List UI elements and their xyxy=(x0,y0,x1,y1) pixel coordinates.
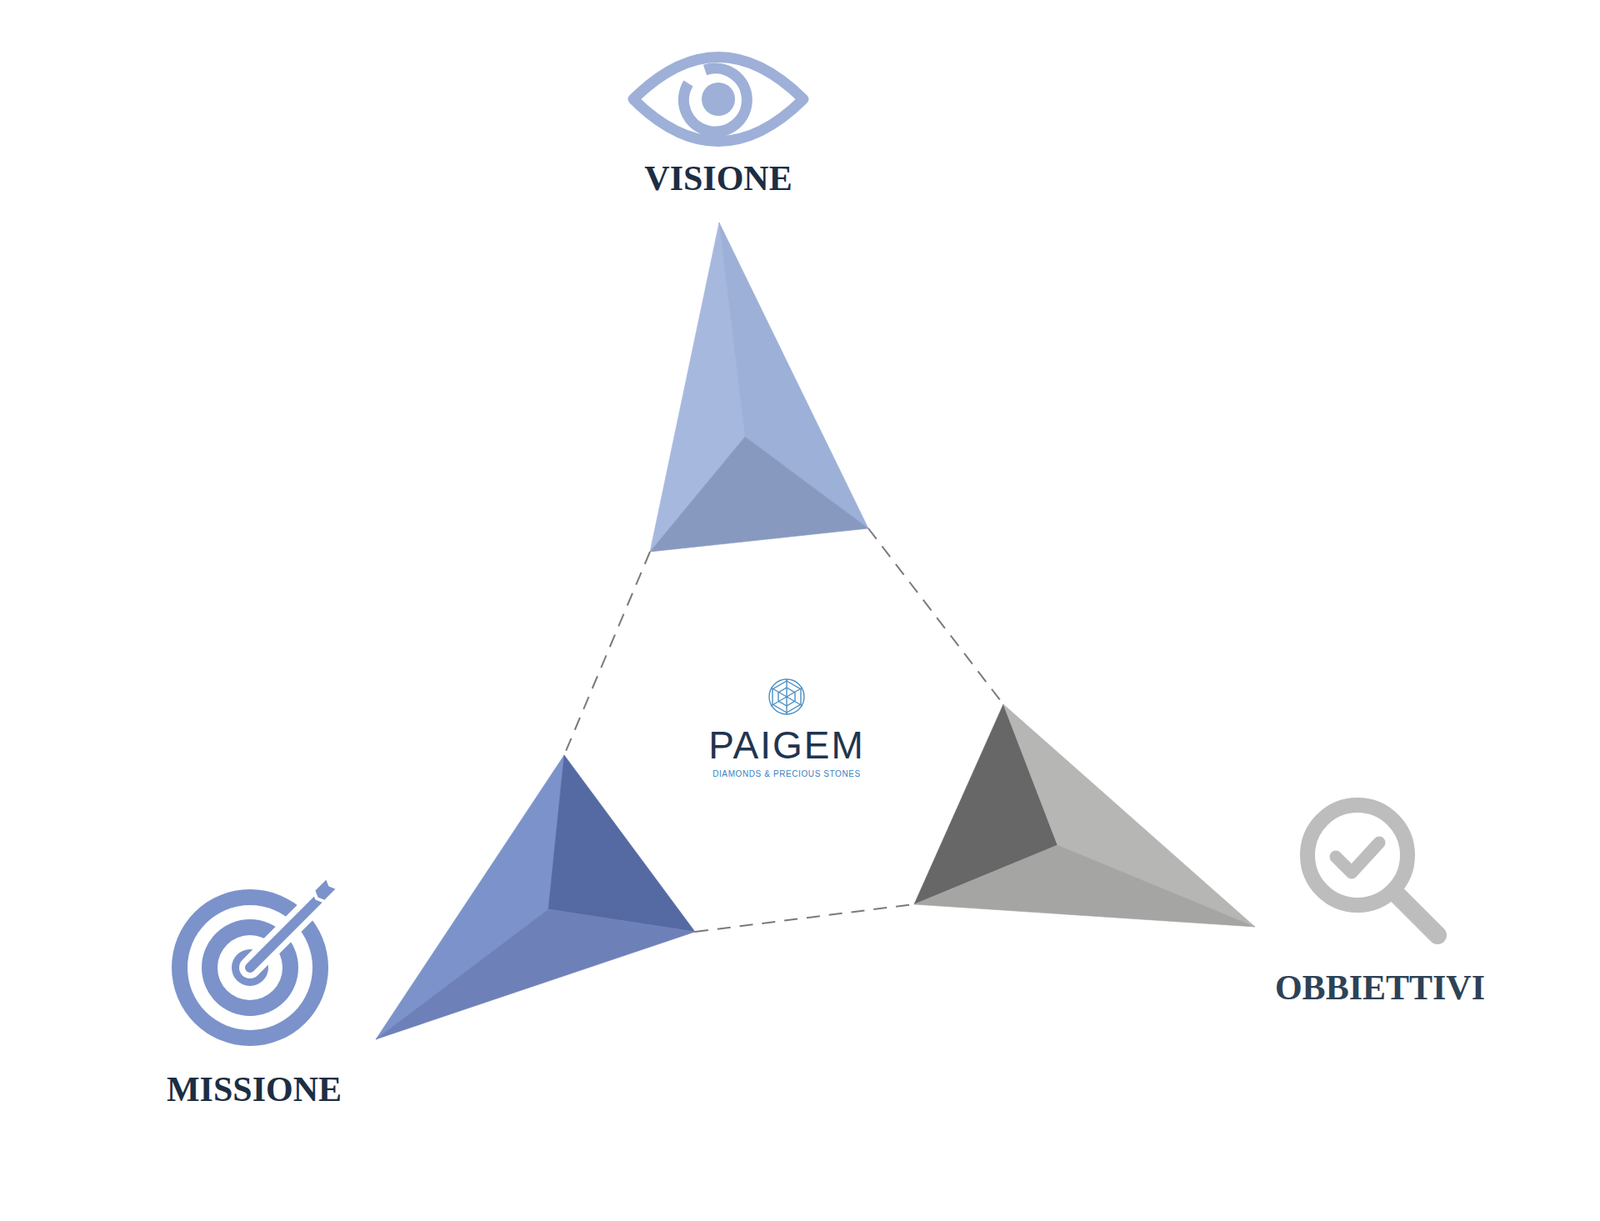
node-heading: OBBIETTIVI xyxy=(1275,968,1485,1007)
logo-text-wrap: PAIGEM xyxy=(708,722,865,768)
dashed-connector xyxy=(695,904,915,932)
node-label-wrap: MISSIONE xyxy=(166,1069,342,1110)
dashed-connector xyxy=(868,528,1004,705)
pyramid-facet xyxy=(650,222,745,552)
pyramid-facet xyxy=(914,845,1255,927)
logo-text-wrap: DIAMONDS & PRECIOUS STONES xyxy=(712,765,861,780)
pyramid-shape xyxy=(375,755,695,1040)
node-label-wrap: OBBIETTIVI xyxy=(1275,967,1485,1008)
pyramid-facet xyxy=(548,755,695,932)
pyramid-facet xyxy=(1003,704,1255,927)
pyramid-shape xyxy=(650,222,869,552)
eye-icon xyxy=(633,57,804,142)
pyramid-node: OBBIETTIVI xyxy=(914,704,1255,927)
magnifier-icon xyxy=(1307,805,1438,935)
diamond-logo xyxy=(769,679,805,715)
pyramid-node: MISSIONE xyxy=(375,755,695,1040)
node-heading: MISSIONE xyxy=(166,1070,342,1109)
logo-wordmark: PAIGEM xyxy=(708,723,865,767)
dashed-connector xyxy=(564,551,650,755)
pyramid-facet xyxy=(719,222,869,529)
pyramid-facet xyxy=(375,909,695,1040)
pyramid-facet xyxy=(650,436,869,552)
node-label-wrap: VISIONE xyxy=(644,158,792,199)
pyramid-node: VISIONE xyxy=(650,222,869,552)
pyramid-shape xyxy=(914,704,1255,927)
target-icon xyxy=(171,876,339,1046)
node-heading: VISIONE xyxy=(644,159,792,198)
logo-tagline: DIAMONDS & PRECIOUS STONES xyxy=(712,769,861,779)
pyramid-facet xyxy=(375,755,565,1040)
pyramid-facet xyxy=(914,704,1058,905)
